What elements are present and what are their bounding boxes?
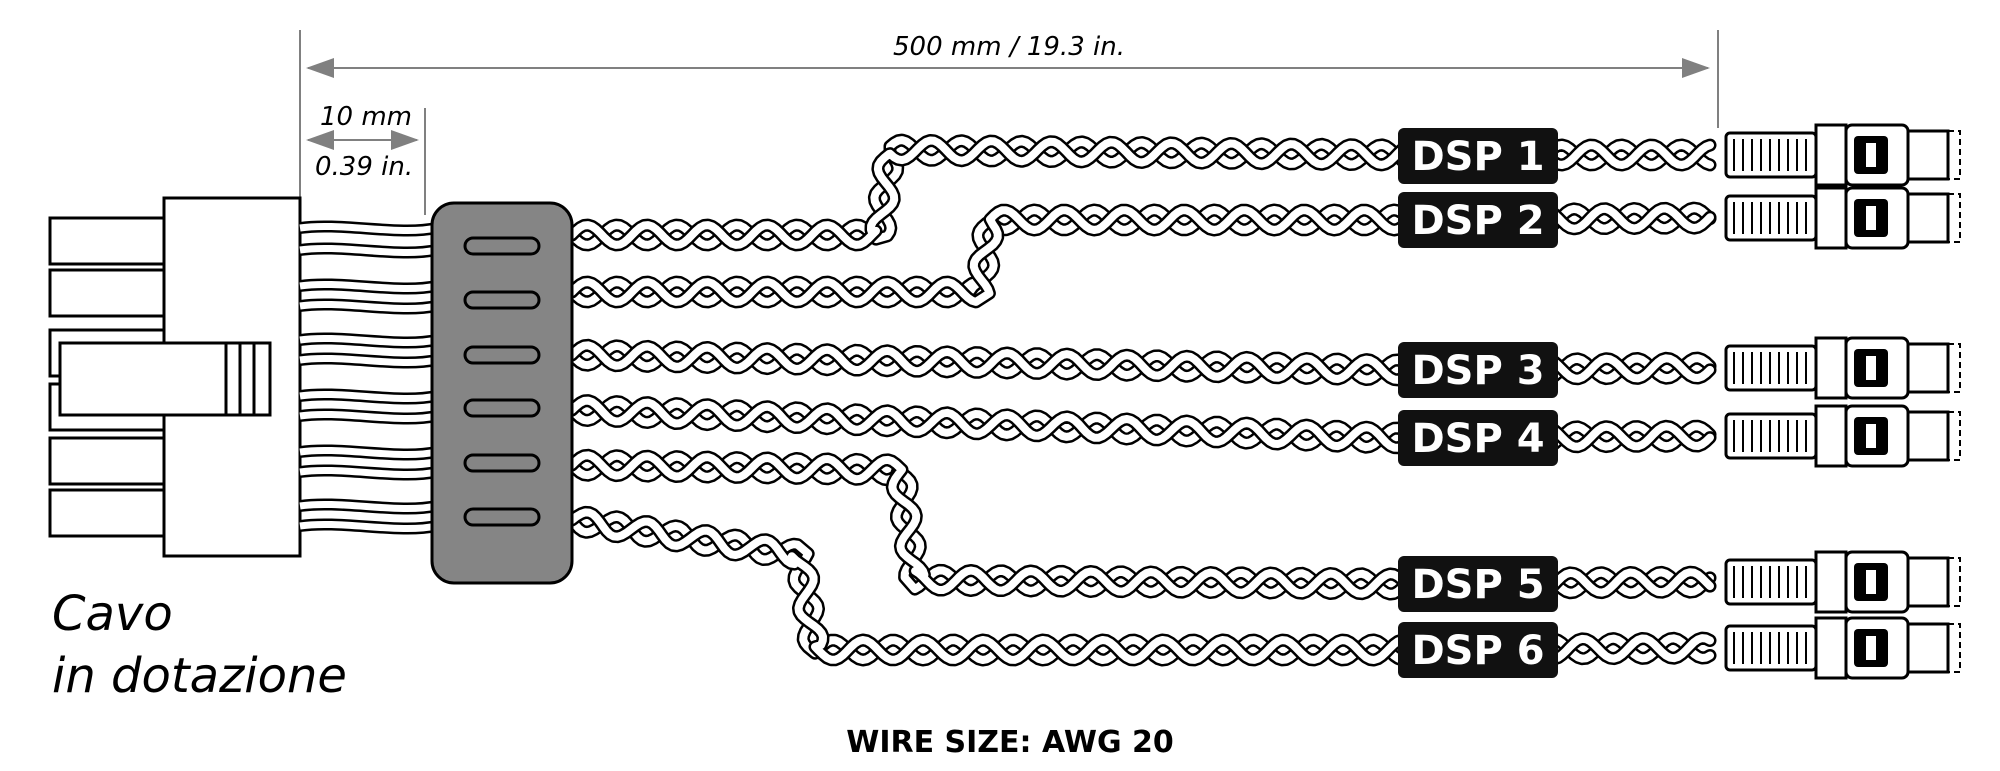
total-length-label: 500 mm / 19.3 in. xyxy=(893,32,1125,62)
rca-plugs xyxy=(1724,123,1961,680)
dsp-tag-2: DSP 2 xyxy=(1398,192,1558,248)
dsp-tag-1-label: DSP 1 xyxy=(1411,134,1544,180)
rca-plug-6-collar xyxy=(1814,616,1848,680)
rca-plug-5-tip-dashed xyxy=(1948,557,1961,607)
rca-plug-3-pin xyxy=(1866,356,1876,380)
total-length-dimension: 500 mm / 19.3 in. xyxy=(299,30,1719,215)
rca-plug-4-collar xyxy=(1814,404,1848,468)
dsp-tag-3-bg xyxy=(1398,342,1558,398)
connector-wire-3 xyxy=(299,280,437,293)
dsp-tag-2-bg xyxy=(1398,192,1558,248)
strip-length-dimension: 10 mm 0.39 in. xyxy=(306,102,426,215)
strain-relief-slot-5 xyxy=(463,453,541,473)
caption-line-1: Cavo xyxy=(52,586,173,642)
strain-relief xyxy=(430,201,574,585)
connector-wire-10 xyxy=(299,466,437,479)
connector-wire-7 xyxy=(299,390,437,403)
rca-plug-6 xyxy=(1724,616,1961,680)
rca-plug-1-tip xyxy=(1906,129,1950,181)
rca-plug-5 xyxy=(1724,550,1961,614)
rca-plug-3-collar xyxy=(1814,336,1848,400)
rca-plug-3-tip xyxy=(1906,342,1950,394)
rca-plug-1-pin xyxy=(1866,143,1876,167)
connector-wires xyxy=(299,220,438,535)
strain-relief-slot-3 xyxy=(463,345,541,365)
connector-wire-1 xyxy=(299,222,437,235)
dsp-tag-4: DSP 4 xyxy=(1398,410,1558,466)
dsp-tag-1: DSP 1 xyxy=(1398,128,1558,184)
molex-connector xyxy=(48,196,302,558)
dsp-tag-1-bg xyxy=(1398,128,1558,184)
dsp-tag-3-label: DSP 3 xyxy=(1411,348,1544,394)
rca-plug-3-tip-dashed xyxy=(1948,343,1961,393)
rca-plug-6-pin xyxy=(1866,636,1876,660)
dsp-tag-5-bg xyxy=(1398,556,1558,612)
rca-plug-4-tip xyxy=(1906,410,1950,462)
dsp-tag-4-bg xyxy=(1398,410,1558,466)
strain-relief-slot-2 xyxy=(463,290,541,310)
dsp-tag-6-bg xyxy=(1398,622,1558,678)
rca-plug-5-collar xyxy=(1814,550,1848,614)
strip-length-mm-label: 10 mm xyxy=(320,102,412,132)
caption-line-2: in dotazione xyxy=(52,648,347,704)
rca-plug-1-tip-dashed xyxy=(1948,130,1961,180)
connector-pin-6 xyxy=(48,488,166,538)
dsp-tag-5-label: DSP 5 xyxy=(1411,562,1544,608)
strip-length-in-label: 0.39 in. xyxy=(315,152,413,182)
rca-plug-6-tip xyxy=(1906,622,1950,674)
connector-pin-2 xyxy=(48,268,166,318)
strain-relief-slot-4 xyxy=(463,398,541,418)
dsp-tag-2-label: DSP 2 xyxy=(1411,198,1544,244)
dsp-tag-6: DSP 6 xyxy=(1398,622,1558,678)
rca-plug-2-tip-dashed xyxy=(1948,193,1961,243)
rca-plug-3 xyxy=(1724,336,1961,400)
strain-relief-slot-6 xyxy=(463,507,541,527)
rca-plug-6-tip-dashed xyxy=(1948,623,1961,673)
connector-wire-5 xyxy=(299,334,437,347)
rca-plug-1 xyxy=(1724,123,1961,187)
connector-latch xyxy=(58,341,272,417)
rca-plug-5-pin xyxy=(1866,570,1876,594)
dsp-tag-4-label: DSP 4 xyxy=(1411,416,1544,462)
dsp-tag-6-label: DSP 6 xyxy=(1411,628,1544,674)
rca-plug-2-collar xyxy=(1814,186,1848,250)
connector-wire-2 xyxy=(299,244,437,257)
connector-wire-9 xyxy=(299,446,437,459)
connector-pin-1 xyxy=(48,216,166,266)
rca-plug-4 xyxy=(1724,404,1961,468)
rca-plug-1-collar xyxy=(1814,123,1848,187)
connector-pin-5 xyxy=(48,436,166,486)
rca-plug-4-pin xyxy=(1866,424,1876,448)
rca-plug-2-tip xyxy=(1906,192,1950,244)
rca-plug-2 xyxy=(1724,186,1961,250)
connector-wire-6 xyxy=(299,354,437,367)
dsp-tag-3: DSP 3 xyxy=(1398,342,1558,398)
rca-plug-2-pin xyxy=(1866,206,1876,230)
connector-wire-12 xyxy=(299,520,437,533)
rca-plug-5-tip xyxy=(1906,556,1950,608)
connector-wire-8 xyxy=(299,410,437,423)
connector-wire-4 xyxy=(299,300,437,313)
connector-wire-11 xyxy=(299,500,437,513)
rca-plug-4-tip-dashed xyxy=(1948,411,1961,461)
strain-relief-slot-1 xyxy=(463,236,541,256)
dsp-tag-5: DSP 5 xyxy=(1398,556,1558,612)
wire-size-label: WIRE SIZE: AWG 20 xyxy=(846,725,1174,760)
